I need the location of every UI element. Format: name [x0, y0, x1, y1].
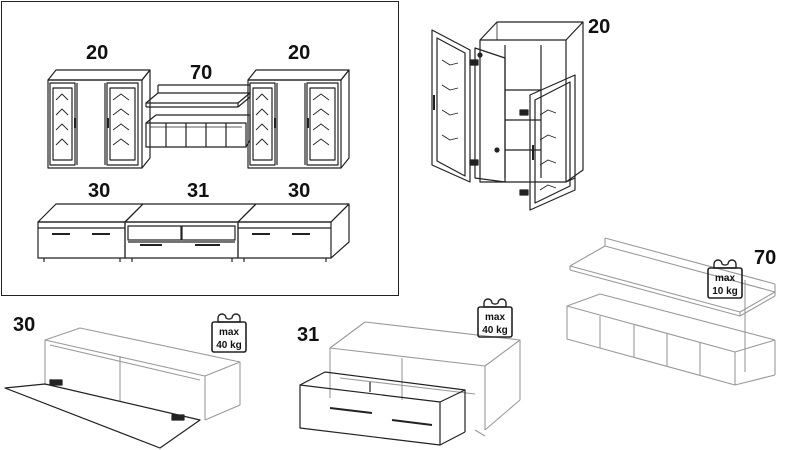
weight-icon: max 40 kg: [211, 313, 247, 353]
overview-cabinet-left: [47, 69, 151, 169]
label-tv-unit-flap-detail: 30: [13, 314, 36, 336]
weight-value-flap: 40 kg: [216, 340, 242, 351]
detail-tv-unit-drawer: [329, 321, 521, 437]
label-cabinet-left: 20: [86, 42, 109, 64]
weight-icon: max 10 kg: [707, 259, 743, 299]
label-tv-right: 30: [288, 180, 311, 202]
label-cabinet-detail: 20: [588, 16, 611, 38]
weight-max-shelf: max: [715, 273, 735, 284]
detail-cabinet-open: [431, 21, 584, 211]
label-tv-middle: 31: [187, 180, 210, 202]
overview-panel: [1, 1, 399, 296]
weight-value-shelf: 10 kg: [712, 286, 738, 297]
label-tv-unit-drawer-detail: 31: [297, 324, 320, 346]
weight-value-drawer: 40 kg: [482, 325, 508, 336]
overview-wall-shelf: [145, 84, 251, 148]
weight-max-drawer: max: [485, 312, 505, 323]
detail-wall-shelf: [566, 237, 776, 386]
label-wall-shelf: 70: [190, 62, 213, 84]
detail-tv-unit-flap: [44, 327, 241, 421]
label-cabinet-right: 20: [288, 42, 311, 64]
weight-icon: max 40 kg: [477, 298, 513, 338]
overview-cabinet-right: [247, 69, 350, 169]
weight-max-flap: max: [219, 327, 239, 338]
label-wall-shelf-detail: 70: [754, 247, 777, 269]
label-tv-left: 30: [88, 180, 111, 202]
overview-tv-units: [37, 203, 350, 262]
